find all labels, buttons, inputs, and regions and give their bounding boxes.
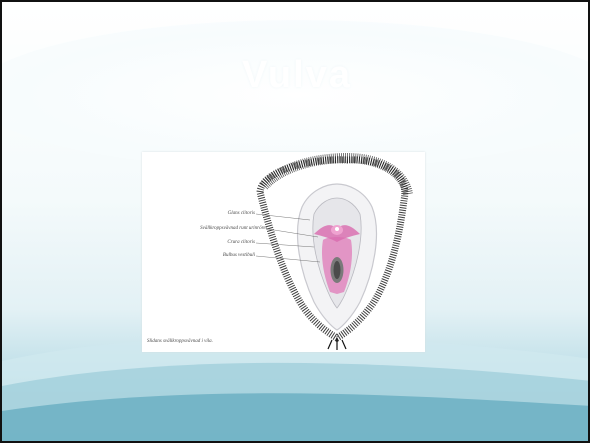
label-glans-clitoris: Glans clitoris xyxy=(228,211,255,216)
label-bulbus-vestibuli: Bulbus vestibuli xyxy=(223,253,255,258)
label-crura-clitoris: Crura clitoris xyxy=(227,240,255,245)
figure-caption: Slidans svällkroppsvävnad i vila. xyxy=(147,339,213,344)
anatomy-illustration: Glans clitoris Svällkroppsvävnad runt ur… xyxy=(142,152,425,352)
illustration-drawing xyxy=(142,152,425,352)
label-svallkroppsvavnad: Svällkroppsvävnad runt urinröret xyxy=(200,226,267,231)
slide-title: Vulva xyxy=(2,54,590,97)
